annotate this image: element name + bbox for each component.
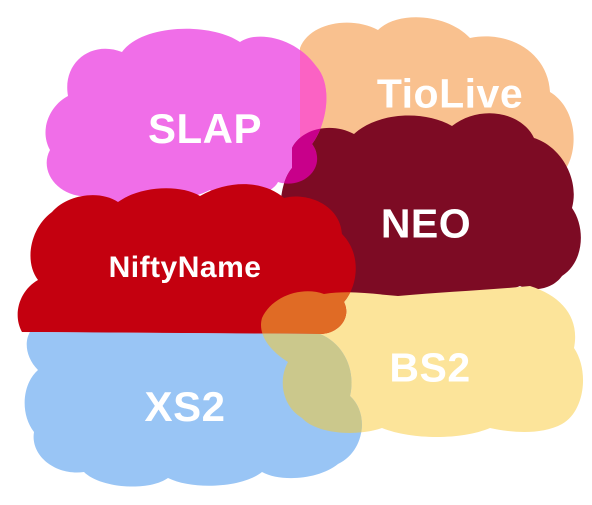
cloud-label-slap: SLAP xyxy=(147,105,263,152)
cloud-label-xs2: XS2 xyxy=(144,383,226,430)
cloud-label-neo: NEO xyxy=(380,200,472,247)
cloud-label-niftyname: NiftyName xyxy=(108,251,262,284)
cloud-label-tiolive: TioLive xyxy=(376,70,524,117)
cloud-label-bs2: BS2 xyxy=(389,344,471,391)
